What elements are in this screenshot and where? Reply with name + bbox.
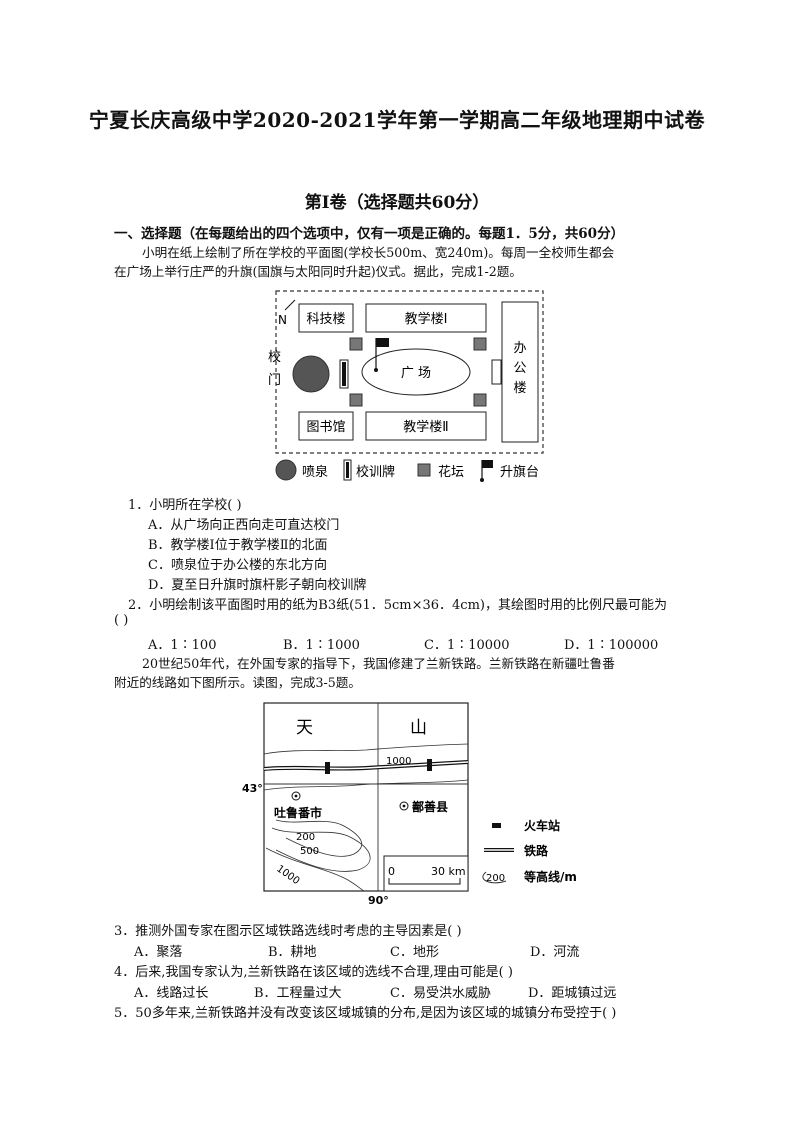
exam-title: 宁夏长庆高级中学2020-2021学年第一学期高二年级地理期中试卷 xyxy=(88,108,706,132)
contour-1000-lower xyxy=(265,847,365,892)
q3-option-b[interactable]: B．耕地 xyxy=(268,945,317,960)
q1-option-d[interactable]: D．夏至日升旗时旗杆影子朝向校训牌 xyxy=(148,578,367,593)
q5-stem: 5．50多年来,兰新铁路并没有改变该区域城镇的分布,是因为该区域的城镇分布受控于… xyxy=(114,1006,617,1021)
section-heading: 一、选择题（在每题给出的四个选项中，仅有一项是正确的。每题1．5分，共60分） xyxy=(114,226,625,242)
q4-option-c[interactable]: C．易受洪水威胁 xyxy=(390,986,491,1001)
q2-stem-2: ( ) xyxy=(114,613,129,628)
teaching-building-1-label: 教学楼Ⅰ xyxy=(405,311,448,327)
gate-label-2: 门 xyxy=(268,373,281,388)
turpan-label: 吐鲁番市 xyxy=(274,805,322,820)
railway-map: 天 山 1000 43° 90° 吐鲁番市 鄯善县 200 500 1000 0… xyxy=(242,702,577,907)
legend-contour-value: 200 xyxy=(486,873,505,884)
contour-1000-label: 1000 xyxy=(386,756,411,767)
legend-station-label: 火车站 xyxy=(524,818,560,833)
q3-option-d[interactable]: D．河流 xyxy=(530,945,580,960)
north-label: N xyxy=(278,313,287,327)
intro1-line2: 在广场上举行庄严的升旗(国旗与太阳同时升起)仪式。据此，完成1-2题。 xyxy=(114,264,522,279)
school-boundary xyxy=(275,290,544,454)
q3-option-c[interactable]: C．地形 xyxy=(390,945,439,960)
q4-option-b[interactable]: B．工程量过大 xyxy=(254,986,342,1001)
legend-contour-label: 等高线/m xyxy=(523,869,577,884)
tianshan-label-1: 天 xyxy=(296,718,313,738)
longitude-label: 90° xyxy=(368,894,389,907)
office-building xyxy=(501,301,539,443)
legend-flag-icon xyxy=(482,460,493,468)
legend-fountain-icon xyxy=(275,459,297,481)
scale-zero: 0 xyxy=(388,865,395,878)
q1-option-b[interactable]: B．教学楼Ⅰ位于教学楼Ⅱ的北面 xyxy=(148,538,328,553)
office-label-3: 楼 xyxy=(513,381,526,396)
teaching-building-2-label: 教学楼Ⅱ xyxy=(403,419,448,435)
contour-500 xyxy=(271,827,371,872)
tianshan-label-2: 山 xyxy=(410,718,427,738)
q2-option-c[interactable]: C．1∶10000 xyxy=(424,638,510,653)
contour-lower xyxy=(263,779,469,791)
legend-contour-icon xyxy=(482,871,507,884)
q4-stem: 4．后来,我国专家认为,兰新铁路在该区域的选线不合理,理由可能是( ) xyxy=(114,965,513,980)
legend-flag-label: 升旗台 xyxy=(500,464,539,480)
legend-flowerbed-icon xyxy=(417,463,431,477)
shanshan-label: 鄯善县 xyxy=(412,799,448,814)
flowerbed-icon xyxy=(349,337,363,351)
legend-station-icon xyxy=(492,823,501,828)
office-label-2: 公 xyxy=(513,361,526,376)
q4-option-a[interactable]: A．线路过长 xyxy=(134,986,209,1001)
legend-flowerbed-label: 花坛 xyxy=(438,464,464,480)
contour-200 xyxy=(275,819,363,857)
q1-option-a[interactable]: A．从广场向正西向走可直达校门 xyxy=(148,518,340,533)
latitude-label: 43° xyxy=(242,782,263,795)
school-map: N 校 门 科技楼 教学楼Ⅰ 办 公 楼 广 场 图书馆 教学楼Ⅱ 喷泉 校训牌… xyxy=(268,290,544,482)
gate-label-1: 校 xyxy=(268,349,281,365)
part-heading: 第Ⅰ卷（选择题共60分） xyxy=(304,193,490,213)
q2-stem: 2．小明绘制该平面图时用的纸为B3纸(51．5cm×36．4cm)，其绘图时用的… xyxy=(128,598,667,613)
q4-option-d[interactable]: D．距城镇过远 xyxy=(528,986,617,1001)
contour-500-label: 500 xyxy=(300,846,319,857)
q2-option-a[interactable]: A．1∶100 xyxy=(148,638,217,653)
intro2-line2: 附近的线路如下图所示。读图，完成3-5题。 xyxy=(114,675,361,690)
north-arrow-icon xyxy=(284,299,296,311)
flowerbed-icon xyxy=(473,393,487,407)
motto-board-fill xyxy=(342,362,346,386)
flag-platform-icon xyxy=(374,368,378,372)
plaza xyxy=(361,348,471,396)
q2-option-d[interactable]: D．1∶100000 xyxy=(564,638,659,653)
library-label: 图书馆 xyxy=(306,420,345,435)
office-entrance xyxy=(491,359,502,385)
legend-railway-label: 铁路 xyxy=(524,843,549,858)
q3-stem: 3．推测外国专家在图示区域铁路选线时考虑的主导因素是( ) xyxy=(114,924,462,939)
intro1-line1: 小明在纸上绘制了所在学校的平面图(学校长500m、宽240m)。每周一全校师生都… xyxy=(142,245,615,260)
flag-icon xyxy=(376,338,389,347)
scale-box xyxy=(383,855,469,892)
teaching-building-2 xyxy=(365,411,487,441)
library xyxy=(298,411,354,441)
scale-bar xyxy=(388,878,461,885)
legend-fountain-label: 喷泉 xyxy=(302,464,328,480)
teaching-building-1 xyxy=(365,303,487,333)
plaza-label: 广 场 xyxy=(401,366,431,381)
office-label-1: 办 xyxy=(513,341,526,356)
tech-building xyxy=(298,303,354,333)
q1-option-c[interactable]: C．喷泉位于办公楼的东北方向 xyxy=(148,558,327,573)
contour-1000-upper xyxy=(263,743,469,755)
flowerbed-icon xyxy=(473,337,487,351)
q2-option-b[interactable]: B．1∶1000 xyxy=(283,638,360,653)
contour-200-label: 200 xyxy=(296,832,315,843)
station-icon xyxy=(427,759,432,771)
q1-stem: 1．小明所在学校( ) xyxy=(128,498,242,513)
scale-30km: 30 km xyxy=(431,865,466,878)
tech-building-label: 科技楼 xyxy=(306,312,345,327)
flowerbed-icon xyxy=(349,393,363,407)
fountain-icon xyxy=(292,355,330,393)
station-icon xyxy=(325,762,330,774)
intro2-line1: 20世纪50年代，在外国专家的指导下，我国修建了兰新铁路。兰新铁路在新疆吐鲁番 xyxy=(142,656,615,671)
legend-motto-label: 校训牌 xyxy=(356,464,395,480)
q3-option-a[interactable]: A．聚落 xyxy=(134,945,183,960)
